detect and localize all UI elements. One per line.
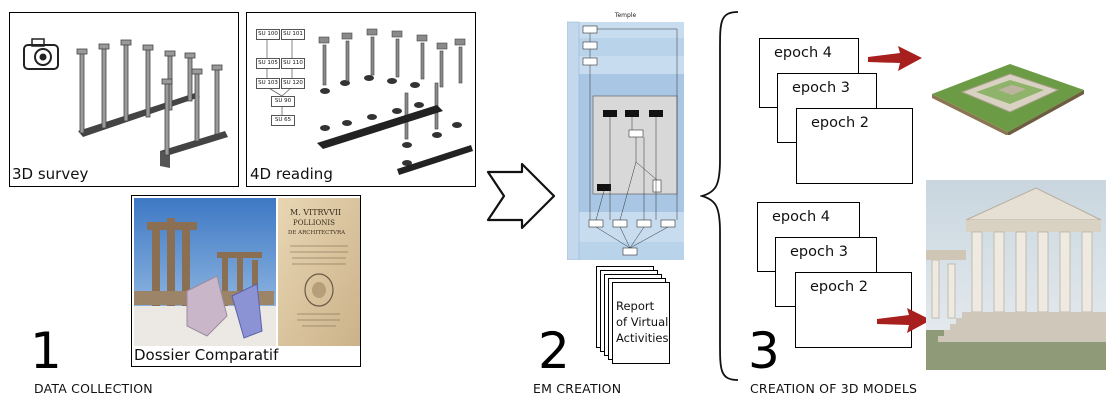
em-graph-image [567,21,684,260]
book-title-line: DE ARCHITECTVRA [288,230,346,236]
reading-caption: 4D reading [250,165,333,183]
curly-brace-icon [700,11,739,381]
step-number: 2 [538,322,570,380]
su-node: SU 101 [281,29,305,40]
su-node: SU 90 [271,96,295,107]
camera-icon [23,38,59,70]
reading-panel: SU 100 SU 101 SU 105 SU 110 SU 103 SU 12… [246,12,476,187]
dossier-panel: M. VITRVVII POLLIONIS DE ARCHITECTVRA Do… [131,195,361,367]
su-node: SU 103 [256,78,280,89]
book-title-line: POLLIONIS [293,219,335,227]
su-node: SU 65 [271,115,295,126]
epoch-card: epoch 2 [795,272,912,348]
step-label: CREATION OF 3D MODELS [750,381,918,396]
temple-render-image [926,180,1106,370]
step-label: EM CREATION [533,381,622,396]
terrain-model-image [932,64,1084,135]
report-line: Activities [616,331,669,345]
em-title: Temple [614,12,637,19]
em-diagram: Temple [567,12,684,260]
su-node: SU 110 [281,58,305,69]
report-document: Report of Virtual Activities [612,282,670,364]
su-node: SU 100 [256,29,280,40]
survey-panel: 3D survey [9,12,239,187]
red-arrow-icon [877,308,931,333]
report-line: of Virtual [616,315,669,329]
step-number: 3 [748,322,780,380]
step-label: DATA COLLECTION [34,381,153,396]
su-node: SU 120 [281,78,305,89]
report-line: Report [616,299,655,313]
epoch-card: epoch 2 [796,108,913,184]
dossier-photo-image [134,198,360,346]
flow-arrow-icon [486,162,556,230]
survey-caption: 3D survey [12,165,89,183]
book-title-line: M. VITRVVII [290,208,342,217]
survey-columns-image [23,38,228,168]
dossier-caption: Dossier Comparatif [134,346,279,364]
step-number: 1 [30,322,62,380]
red-arrow-icon [868,46,922,71]
su-node: SU 105 [256,58,280,69]
